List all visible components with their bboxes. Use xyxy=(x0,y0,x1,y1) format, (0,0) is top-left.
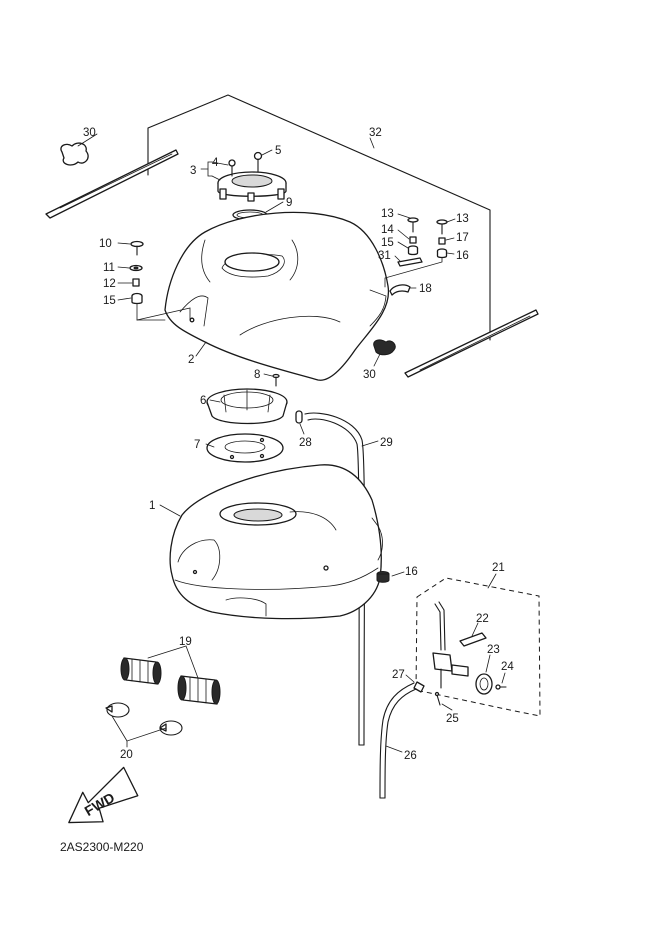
label-part-22: 22 xyxy=(476,613,489,625)
part-number-labels: 30 32 4 3 5 9 10 11 12 15 2 13 13 14 17 … xyxy=(83,127,514,762)
label-part-28: 28 xyxy=(299,437,312,449)
part-1-fuel-tank xyxy=(169,464,383,620)
part-12-collar xyxy=(132,278,140,287)
part-13-bolt-a xyxy=(407,217,419,233)
fwd-direction-arrow: FWD xyxy=(68,766,139,824)
part-14-collar xyxy=(409,236,417,244)
label-part-19: 19 xyxy=(179,636,192,648)
part-20-clamp-b xyxy=(159,720,183,736)
part-23-lever xyxy=(475,673,493,695)
label-part-9: 9 xyxy=(286,197,292,209)
part-30-damper-pad-right xyxy=(373,339,396,356)
part-22-gasket xyxy=(459,632,487,647)
part-27-clip xyxy=(413,681,425,693)
part-16-lower-grommet xyxy=(376,571,390,583)
label-part-26: 26 xyxy=(404,750,417,762)
label-part-15-right: 15 xyxy=(381,237,394,249)
part-7-base-plate xyxy=(206,433,284,463)
part-10-bolt xyxy=(130,240,144,256)
seal-strip-left xyxy=(45,149,179,219)
label-part-20: 20 xyxy=(120,749,133,761)
label-part-1: 1 xyxy=(149,500,155,512)
part-16-grommet xyxy=(436,248,448,259)
part-21-fuel-cock-assembly-box xyxy=(415,577,541,717)
part-20-clamp-a xyxy=(105,702,130,718)
part-2-tank-cover xyxy=(164,211,390,381)
part-28-fitting xyxy=(295,410,303,424)
label-part-11: 11 xyxy=(103,262,115,274)
label-part-4: 4 xyxy=(212,157,219,169)
leader-lines xyxy=(77,133,506,753)
part-11-washer xyxy=(129,264,143,272)
label-part-17: 17 xyxy=(456,232,469,244)
fuel-cock-body xyxy=(432,601,469,689)
label-part-7: 7 xyxy=(194,439,200,451)
drawing-code: 2AS2300-M220 xyxy=(60,840,144,854)
label-part-21: 21 xyxy=(492,562,505,574)
label-part-25: 25 xyxy=(446,713,459,725)
part-8-screw xyxy=(272,373,280,387)
part-15-grommet-left xyxy=(131,292,143,305)
label-part-27: 27 xyxy=(392,669,405,681)
part-30-damper-pad-left xyxy=(60,142,89,166)
label-part-16-right: 16 xyxy=(456,250,469,262)
part-6-filler-ring xyxy=(206,388,288,425)
label-part-30-right: 30 xyxy=(363,369,376,381)
label-part-13-right: 13 xyxy=(456,213,469,225)
seal-strip-right xyxy=(404,309,539,378)
part-3-fuel-cap-assembly xyxy=(217,171,287,202)
label-part-8: 8 xyxy=(254,369,260,381)
part-15-grommet-right xyxy=(407,245,419,256)
part-17-collar xyxy=(438,237,446,245)
part-18-clip xyxy=(389,284,411,296)
label-part-24: 24 xyxy=(501,661,514,673)
label-part-13-left: 13 xyxy=(381,208,394,220)
label-part-3: 3 xyxy=(190,165,196,177)
part-19-damper-b xyxy=(177,675,221,705)
label-part-31: 31 xyxy=(378,250,391,262)
label-part-23: 23 xyxy=(487,644,500,656)
label-part-12: 12 xyxy=(103,278,116,290)
part-24-screw xyxy=(495,684,507,690)
part-5-bolt xyxy=(253,151,263,173)
label-part-18: 18 xyxy=(419,283,432,295)
label-part-14: 14 xyxy=(381,224,394,236)
label-part-5: 5 xyxy=(275,145,281,157)
part-31-plate xyxy=(397,257,423,267)
part-25-screw xyxy=(434,691,441,706)
part-19-damper-a xyxy=(120,657,162,685)
part-4-screw xyxy=(228,159,236,177)
label-part-2: 2 xyxy=(188,354,194,366)
label-part-32: 32 xyxy=(369,127,382,139)
part-29-breather-hose xyxy=(304,412,366,746)
label-part-16-lower: 16 xyxy=(405,566,418,578)
label-part-6: 6 xyxy=(200,395,206,407)
label-part-10: 10 xyxy=(99,238,112,250)
label-part-30-left: 30 xyxy=(83,127,96,139)
label-part-29: 29 xyxy=(380,437,393,449)
part-13-bolt-b xyxy=(436,219,448,235)
label-part-15-left: 15 xyxy=(103,295,116,307)
part-26-fuel-hose xyxy=(379,682,417,799)
